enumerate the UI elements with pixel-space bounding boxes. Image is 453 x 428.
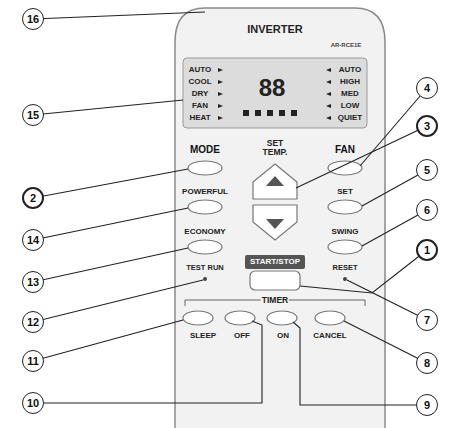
- remote-body: [175, 8, 385, 428]
- callout-text: 10: [27, 397, 39, 409]
- remote-label: HIGH: [339, 78, 361, 86]
- callout-text: 11: [27, 355, 39, 367]
- test-run-hole: [203, 277, 207, 281]
- callout-number: 16: [22, 8, 44, 30]
- callout-text: 6: [424, 204, 430, 216]
- callout-number: 9: [416, 394, 438, 416]
- remote-label: SET: [336, 188, 354, 196]
- callout-text: 8: [424, 357, 430, 369]
- remote-label: AUTO: [188, 66, 213, 74]
- callout-text: 3: [424, 120, 430, 132]
- remote-label: MODE: [189, 145, 221, 156]
- remote-label: DRY: [191, 90, 210, 98]
- timer-line: [365, 300, 366, 306]
- remote-label: HEAT: [188, 114, 211, 122]
- down-arrow: [266, 219, 284, 229]
- remote-label: POWERFUL: [181, 188, 229, 196]
- callout-number: 14: [22, 229, 44, 251]
- callout-text: 7: [424, 314, 430, 326]
- remote-label: QUIET: [337, 114, 363, 122]
- remote-label: INVERTER: [246, 24, 304, 36]
- callout-number: 10: [22, 392, 44, 414]
- callout-number: 6: [416, 199, 438, 221]
- remote-label: OFF: [233, 332, 251, 340]
- leader-lines: [33, 12, 427, 405]
- lcd-indicators: [218, 68, 331, 120]
- up-arrow: [266, 176, 284, 186]
- lcd-display: [183, 58, 367, 128]
- timer-line: [185, 300, 186, 306]
- callout-text: 16: [27, 13, 39, 25]
- remote-label: FAN: [334, 145, 356, 156]
- callout-number: 13: [22, 271, 44, 293]
- remote-label: TEST RUN: [185, 264, 225, 272]
- remote-label: ECONOMY: [183, 228, 226, 236]
- callout-text: 2: [30, 192, 36, 204]
- callout-number: 12: [22, 311, 44, 333]
- callout-text: 5: [424, 164, 430, 176]
- callout-text: 9: [424, 399, 430, 411]
- callout-text: 4: [424, 82, 430, 94]
- callout-text: 13: [27, 276, 39, 288]
- remote-label: CANCEL: [312, 332, 347, 340]
- callout-number: 11: [22, 350, 44, 372]
- remote-label: FAN: [191, 102, 209, 110]
- remote-label: ON: [276, 332, 290, 340]
- callout-text: 14: [27, 234, 39, 246]
- callout-number: 15: [22, 104, 44, 126]
- remote-label: MED: [340, 90, 360, 98]
- callout-number: 3: [416, 115, 438, 137]
- callout-text: 15: [27, 109, 39, 121]
- callout-number: 7: [416, 309, 438, 331]
- remote-label: RESET: [331, 264, 358, 272]
- remote-label: 88: [258, 75, 287, 100]
- callout-number: 5: [416, 159, 438, 181]
- remote-label: START/STOP: [249, 258, 301, 266]
- remote-label: AUTO: [338, 66, 363, 74]
- callout-text: 1: [424, 244, 430, 256]
- callout-number: 2: [22, 187, 44, 209]
- remote-label: COOL: [187, 78, 212, 86]
- callout-text: 12: [27, 316, 39, 328]
- remote-label: SWING: [330, 228, 359, 236]
- remote-label: SET TEMP.: [254, 139, 296, 157]
- callout-number: 4: [416, 77, 438, 99]
- remote-label: AR-RCE1E: [330, 42, 363, 48]
- remote-label: TIMER: [261, 296, 289, 305]
- start-stop-band: [245, 255, 305, 269]
- reset-hole: [343, 277, 347, 281]
- callout-number: 8: [416, 352, 438, 374]
- remote-label: SLEEP: [189, 332, 217, 340]
- remote-label: LOW: [340, 102, 361, 110]
- callout-number: 1: [416, 239, 438, 261]
